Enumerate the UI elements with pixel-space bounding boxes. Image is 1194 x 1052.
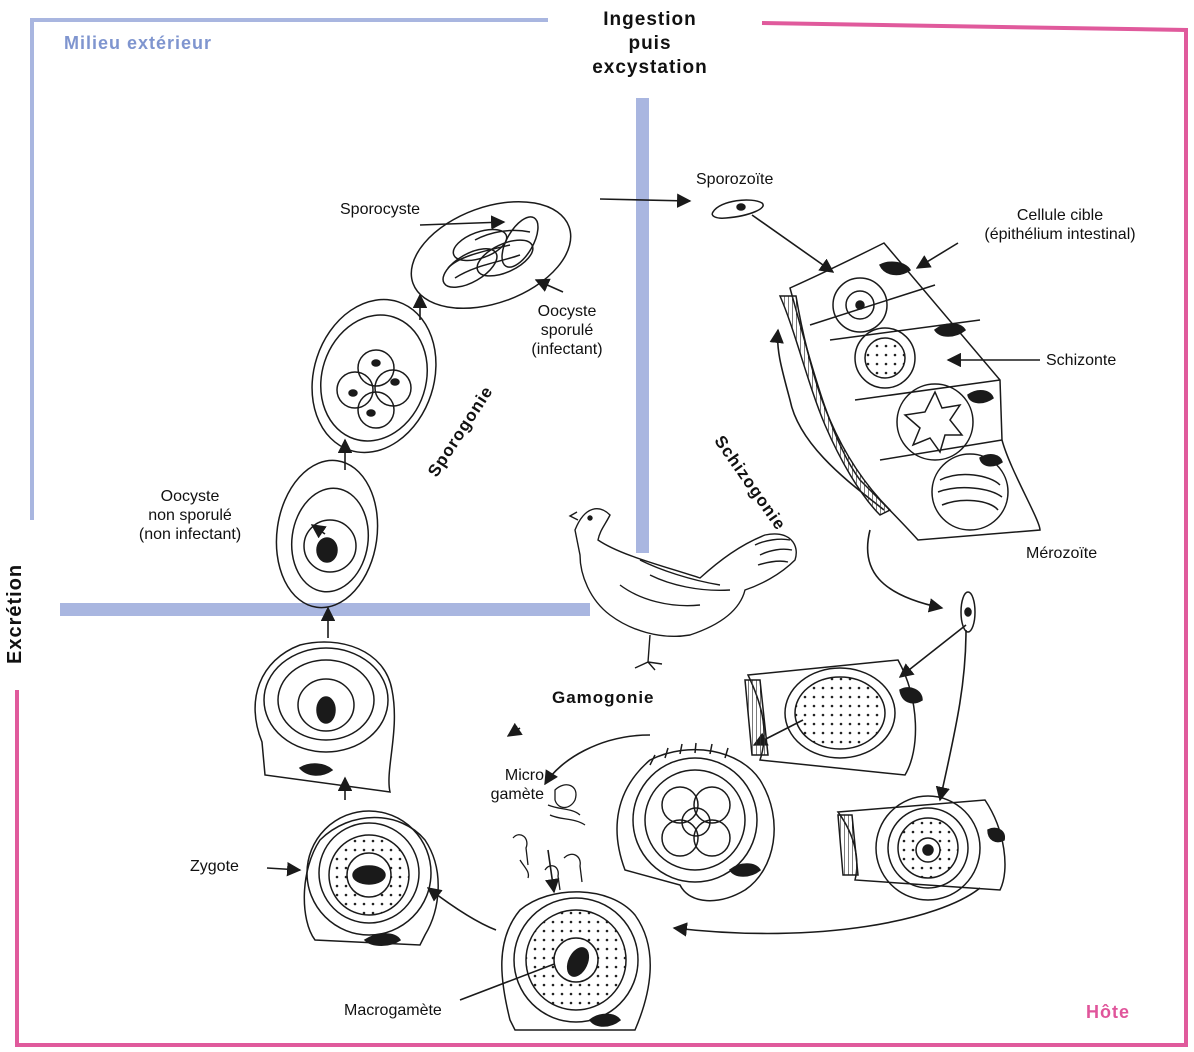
- microgamete-line-2: gamète: [460, 785, 544, 804]
- host-label: Hôte: [1086, 1003, 1130, 1022]
- sporulated-oocyst-line-2: sporulé: [502, 321, 632, 340]
- sporulated-oocyst-line-1: Oocyste: [502, 302, 632, 321]
- merozoite-drawing: [961, 592, 975, 632]
- chicken-drawing: [570, 509, 796, 670]
- excretion-label: Excrétion: [6, 564, 25, 664]
- microgamete-label: Micro gamète: [460, 766, 544, 804]
- external-frame-thick-vertical: [636, 98, 649, 553]
- target-cell-line-2: (épithélium intestinal): [950, 225, 1170, 244]
- unsporulated-oocyst-line-1: Oocyste: [110, 487, 270, 506]
- sporulated-oocyst-line-3: (infectant): [502, 340, 632, 359]
- macrogamete-label: Macrogamète: [344, 1001, 442, 1020]
- microgametocyte-drawing: [617, 743, 774, 901]
- sporozoite-drawing: [712, 200, 763, 218]
- ingestion-label: Ingestion puis excystation: [560, 8, 740, 80]
- gametogony-phase-label: Gamogonie: [552, 688, 655, 707]
- young-gamont-drawing: [838, 796, 1005, 900]
- unsporulated-oocyst-label: Oocyste non sporulé (non infectant): [110, 487, 270, 544]
- merozoite-label: Mérozoïte: [1026, 544, 1097, 563]
- schizont-label: Schizonte: [1046, 351, 1116, 370]
- zygote-drawing: [304, 811, 438, 945]
- unsporulated-oocyst-line-2: non sporulé: [110, 506, 270, 525]
- target-cell-line-1: Cellule cible: [950, 206, 1170, 225]
- ingestion-line-1: Ingestion: [560, 8, 740, 32]
- segmented-oocyst-drawing: [293, 283, 455, 468]
- ingestion-line-2: puis: [560, 32, 740, 56]
- sporozoite-label: Sporozoïte: [696, 170, 773, 189]
- sporocyst-label: Sporocyste: [340, 200, 420, 219]
- sporulated-oocyst-label: Oocyste sporulé (infectant): [502, 302, 632, 359]
- ingestion-line-3: excystation: [560, 56, 740, 80]
- zygote-label: Zygote: [190, 857, 239, 876]
- target-cell-label: Cellule cible (épithélium intestinal): [950, 206, 1170, 244]
- external-environment-label: Milieu extérieur: [64, 34, 212, 53]
- unsporulated-oocyst-line-3: (non infectant): [110, 525, 270, 544]
- external-frame-thick-bottom: [60, 603, 590, 616]
- microgamete-line-1: Micro: [460, 766, 544, 785]
- maturing-gametocyte-right-drawing: [745, 660, 922, 775]
- oocyst-in-host-cell-drawing: [255, 642, 394, 792]
- intestinal-epithelium-drawing: [780, 243, 1040, 540]
- unsporulated-oocyst-drawing: [267, 454, 387, 614]
- macrogamete-drawing: [502, 892, 650, 1030]
